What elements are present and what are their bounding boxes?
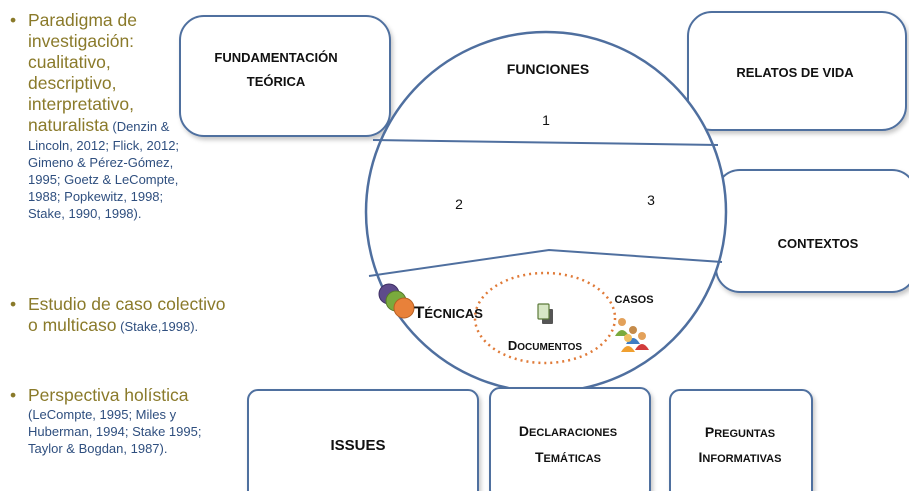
section-number-3: 3 [647, 192, 655, 208]
paradigma-line-6: naturalista (Denzin & [6, 115, 274, 137]
multicaso-text: o multicaso [28, 315, 117, 335]
bullet-estudio-caso: • Estudio de caso colectivo o multicaso … [6, 294, 274, 337]
document-icon [537, 303, 553, 324]
naturalista-text: naturalista [28, 115, 109, 135]
tecnicas-label: TÉCNICAS [414, 303, 483, 322]
perspectiva-line-1: Perspectiva holística [28, 385, 189, 405]
preguntas-line2: INFORMATIVAS [699, 449, 782, 465]
perspectiva-ref-2: Huberman, 1994; Stake 1995; [28, 424, 202, 439]
paradigma-ref-3: 1995; Goetz & LeCompte, [28, 172, 179, 187]
box-relatos-de-vida [687, 11, 907, 131]
section-number-1: 1 [542, 112, 550, 128]
central-circle [364, 30, 728, 394]
paradigma-line-3: cualitativo, [28, 52, 111, 72]
paradigma-line-1: Paradigma de [28, 10, 137, 30]
relatos-de-vida-label: RELATOS DE VIDA [736, 65, 854, 80]
paradigma-ref-2: Gimeno & Pérez-Gómez, [28, 155, 174, 170]
paradigma-line-4: descriptivo, [28, 73, 117, 93]
box-issues [247, 389, 479, 491]
paradigma-ref-5: Stake, 1990, 1998). [28, 206, 142, 221]
bullet-dot: • [10, 10, 17, 30]
bullet-dot: • [10, 294, 17, 314]
perspectiva-ref-1: (LeCompte, 1995; Miles y [28, 407, 177, 422]
estudio-line-2: o multicaso (Stake,1998). [6, 315, 274, 337]
casos-label: CASOS [614, 294, 653, 306]
documentos-label: DOCUMENTOS [508, 338, 583, 353]
box-fundamentacion-teorica [179, 15, 391, 137]
contextos-label: CONTEXTOS [778, 236, 859, 251]
people-group-icon [615, 318, 649, 352]
estudio-ref-inline: (Stake,1998). [116, 319, 199, 334]
paradigma-line-5: interpretativo, [28, 94, 135, 114]
paradigma-line-2: investigación: [28, 31, 135, 51]
estudio-line-1: Estudio de caso colectivo [28, 294, 226, 314]
issues-label: ISSUES [330, 437, 385, 454]
bullet-paradigma: • Paradigma de investigación: cualitativ… [6, 10, 274, 222]
documentos-ellipse [473, 271, 617, 365]
paradigma-ref-4: 1988; Popkewitz, 1998; [28, 189, 164, 204]
bullet-perspectiva: • Perspectiva holística (LeCompte, 1995;… [6, 385, 274, 457]
fundamentacion-line2: TEÓRICA [247, 74, 306, 89]
paradigma-ref-inline: (Denzin & [108, 119, 170, 134]
bullet-dot: • [10, 385, 17, 405]
box-preguntas-informativas [669, 389, 813, 491]
preguntas-line1: PREGUNTAS [705, 424, 775, 440]
tecnicas-circles-icon [378, 283, 415, 319]
circle-divider-bottom [368, 248, 723, 277]
box-declaraciones-tematicas [489, 387, 651, 491]
box-contextos [715, 169, 909, 293]
perspectiva-ref-3: Taylor & Bogdan, 1987). [28, 441, 168, 456]
funciones-label: FUNCIONES [507, 61, 589, 77]
declaraciones-line1: DECLARACIONES [519, 423, 617, 439]
paradigma-ref-1: Lincoln, 2012; Flick, 2012; [28, 138, 180, 153]
section-number-2: 2 [455, 196, 463, 212]
fundamentacion-line1: FUNDAMENTACIÓN [214, 50, 337, 65]
circle-divider-top [372, 139, 719, 146]
declaraciones-line2: TEMÁTICAS [535, 449, 601, 465]
